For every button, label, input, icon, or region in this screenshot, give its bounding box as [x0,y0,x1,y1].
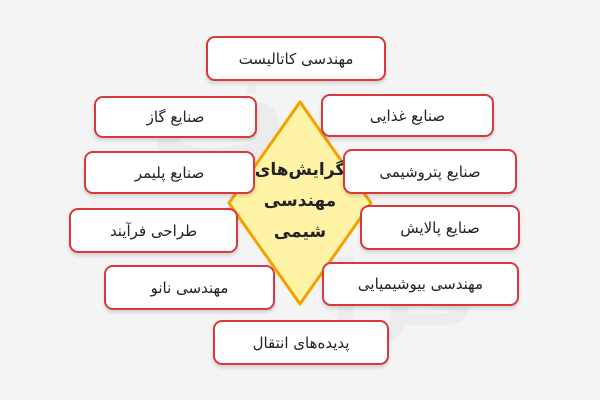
branch-process-design: طراحی فرآیند [69,208,238,253]
branch-transport-phenomena: پدیده‌های انتقال [213,320,389,365]
branch-petrochemical-industries: صنایع پتروشیمی [343,149,517,194]
branch-refining-industries: صنایع پالایش [360,205,520,250]
branch-catalyst-engineering: مهندسی کاتالیست [206,36,386,81]
branch-food-industries: صنایع غذایی [321,94,494,137]
branch-nano-engineering: مهندسی نانو [104,265,275,310]
branch-polymer-industries: صنایع پلیمر [84,151,255,194]
center-title-line-1: گرایش‌های [254,160,346,180]
branch-biochemical-engineering: مهندسی بیوشیمیایی [322,262,519,306]
center-title: گرایش‌های مهندسی شیمی [250,155,350,248]
branch-gas-industries: صنایع گاز [94,96,257,138]
center-title-line-3: شیمی [273,222,327,242]
center-title-line-2: مهندسی [263,191,337,211]
